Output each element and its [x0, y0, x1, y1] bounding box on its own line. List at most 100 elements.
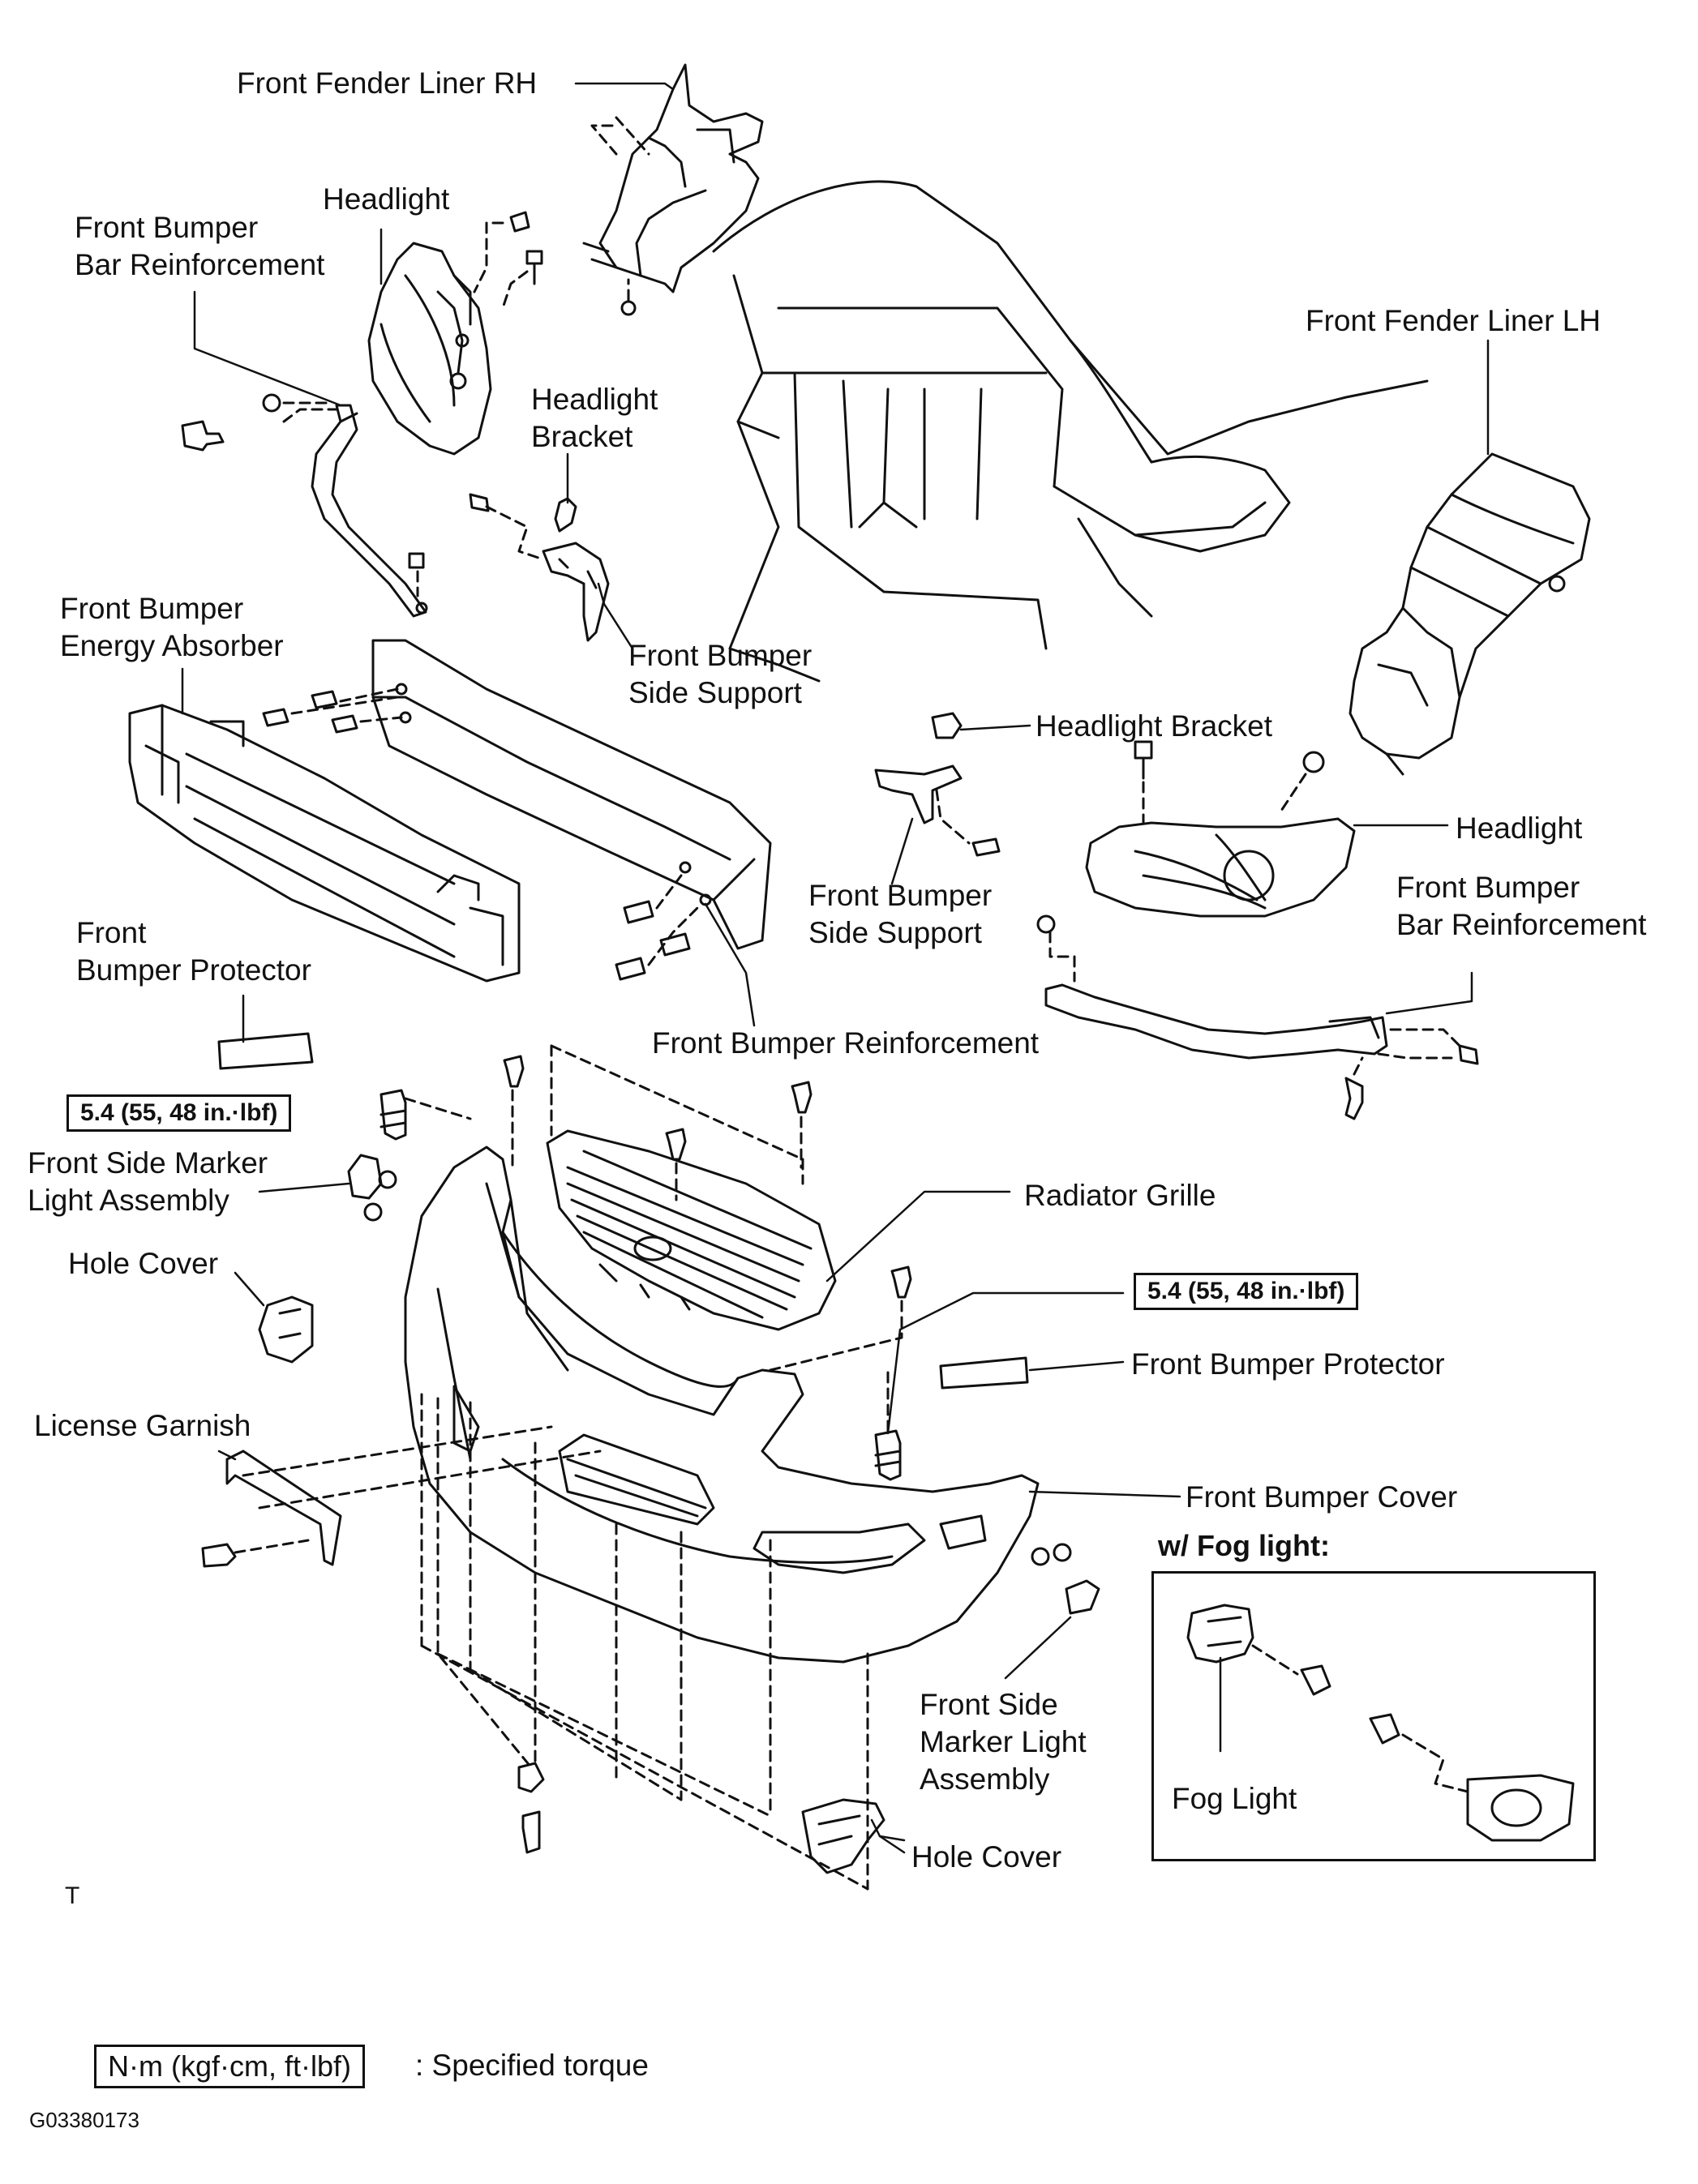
bar-reinforcement-left-fasteners — [181, 393, 425, 569]
fog-light-panel — [1151, 1571, 1596, 1861]
leader-lines — [511, 1044, 903, 1372]
label-line: Front Bumper — [808, 879, 993, 912]
label-hole-cover-right: Hole Cover — [911, 1839, 1061, 1876]
headlight-right-part — [1085, 740, 1356, 918]
label-license-garnish: License Garnish — [34, 1407, 251, 1445]
front-bumper-protector-left-part — [217, 1032, 314, 1070]
front-fender-liner-rh-part — [582, 63, 764, 316]
label-line: License Garnish — [34, 1409, 251, 1442]
radiator-grille-part — [546, 1129, 837, 1331]
leader-lines — [282, 401, 419, 597]
torque-bolt-left — [379, 1089, 407, 1141]
label-line: Side Support — [628, 676, 802, 709]
label-front-side-marker-left: Front Side Marker Light Assembly — [28, 1145, 268, 1219]
leader-lines — [935, 789, 971, 845]
vehicle-body-outline — [712, 180, 1429, 683]
torque-legend-description: : Specified torque — [415, 2049, 649, 2082]
label-line: Light Assembly — [28, 1184, 229, 1217]
label-line: Front Bumper — [60, 592, 244, 625]
leader-lines — [420, 1393, 869, 1891]
leader-lines — [473, 221, 529, 310]
label-line: Radiator Grille — [1024, 1179, 1216, 1212]
label-line: Hole Cover — [68, 1247, 219, 1280]
fog-option-title: w/ Fog light: — [1158, 1529, 1330, 1562]
label-front-bumper-bar-reinforcement-left: Front Bumper Bar Reinforcement — [75, 209, 324, 284]
leader-lines — [485, 505, 545, 561]
label-fog-light: Fog Light — [1172, 1780, 1297, 1818]
label-front-bumper-side-support-right: Front Bumper Side Support — [808, 877, 992, 952]
label-front-fender-liner-lh: Front Fender Liner LH — [1306, 302, 1601, 340]
label-line: Hole Cover — [911, 1840, 1062, 1874]
grille-clips — [503, 1055, 912, 1299]
license-garnish-part — [201, 1450, 342, 1568]
leader-lines — [1048, 931, 1461, 1076]
front-bumper-bar-reinforcement-right-part — [1036, 914, 1479, 1120]
label-line: Fog Light — [1172, 1782, 1297, 1815]
label-line: Front Fender Liner RH — [237, 66, 538, 100]
label-headlight-bracket-left: Headlight Bracket — [531, 381, 658, 456]
label-line: Front Bumper — [628, 639, 813, 672]
label-line: Front Bumper — [75, 211, 259, 244]
label-front-bumper-side-support-left: Front Bumper Side Support — [628, 637, 812, 712]
torque-legend-box: N·m (kgf·cm, ft·lbf) — [94, 2045, 365, 2088]
label-line: Marker Light — [920, 1725, 1087, 1758]
label-line: Bar Reinforcement — [1396, 908, 1647, 941]
front-side-marker-light-right-part — [1031, 1543, 1100, 1615]
reinforcement-bolts — [262, 690, 691, 981]
label-line: Front Bumper Protector — [1131, 1347, 1445, 1381]
label-front-bumper-protector-left: Front Bumper Protector — [76, 914, 311, 989]
label-line: Bar Reinforcement — [75, 248, 325, 281]
torque-bolt-right — [874, 1429, 902, 1481]
front-bumper-bar-reinforcement-left-part — [311, 404, 428, 618]
label-front-fender-liner-rh: Front Fender Liner RH — [237, 65, 537, 102]
hole-cover-right-part — [801, 1798, 885, 1874]
label-front-bumper-bar-reinforcement-right: Front Bumper Bar Reinforcement — [1396, 869, 1646, 944]
leader-lines — [290, 687, 699, 966]
label-line: Front Bumper Reinforcement — [652, 1026, 1040, 1060]
label-line: Side Support — [808, 916, 982, 949]
label-line: Headlight — [323, 182, 450, 216]
view-mark: T — [65, 1882, 80, 1909]
label-line: Assembly — [920, 1762, 1050, 1796]
front-bumper-side-support-left-part — [469, 493, 610, 642]
front-fender-liner-lh-part — [1349, 452, 1591, 776]
front-bumper-side-support-right-part — [874, 764, 1001, 857]
label-line: Front Fender Liner LH — [1306, 304, 1602, 337]
bottom-clips — [517, 1762, 545, 1854]
label-line: Front — [76, 916, 147, 949]
label-leaders — [181, 82, 1490, 1854]
leader-lines — [1251, 1644, 1469, 1793]
label-hole-cover-left: Hole Cover — [68, 1245, 218, 1283]
label-front-side-marker-right: Front Side Marker Light Assembly — [920, 1686, 1087, 1798]
label-line: Front Bumper Cover — [1186, 1480, 1458, 1514]
label-headlight-bracket-right: Headlight Bracket — [1036, 708, 1272, 745]
label-line: Energy Absorber — [60, 629, 284, 662]
leader-lines — [1142, 773, 1307, 824]
label-line: Bumper Protector — [76, 953, 311, 987]
headlight-left-fasteners — [509, 211, 543, 285]
headlight-left-part — [367, 242, 492, 456]
label-radiator-grille: Radiator Grille — [1024, 1177, 1216, 1214]
label-front-bumper-cover: Front Bumper Cover — [1186, 1479, 1457, 1516]
label-line: Headlight — [531, 383, 658, 416]
label-front-bumper-reinforcement: Front Bumper Reinforcement — [652, 1025, 1039, 1062]
leader-lines — [234, 1425, 602, 1554]
leader-lines — [590, 116, 650, 302]
label-line: Headlight — [1456, 812, 1583, 845]
leader-lines — [404, 1097, 890, 1432]
label-front-bumper-energy-absorber: Front Bumper Energy Absorber — [60, 590, 284, 665]
torque-spec-box-left: 5.4 (55, 48 in.·lbf) — [66, 1094, 292, 1132]
fog-light-part — [1186, 1604, 1575, 1842]
torque-spec-box-right: 5.4 (55, 48 in.·lbf) — [1134, 1273, 1359, 1310]
label-line: Bracket — [531, 420, 633, 453]
front-side-marker-light-left-part — [347, 1154, 397, 1222]
headlight-bracket-right-part — [931, 712, 963, 739]
headlight-bracket-left-part — [554, 497, 577, 533]
label-line: Headlight Bracket — [1036, 709, 1273, 743]
hole-cover-left-part — [258, 1295, 314, 1364]
label-line: Front Side Marker — [28, 1146, 268, 1180]
label-front-bumper-protector-right: Front Bumper Protector — [1131, 1346, 1445, 1383]
label-headlight-right: Headlight — [1456, 810, 1582, 847]
figure-code: G03380173 — [29, 2108, 139, 2132]
